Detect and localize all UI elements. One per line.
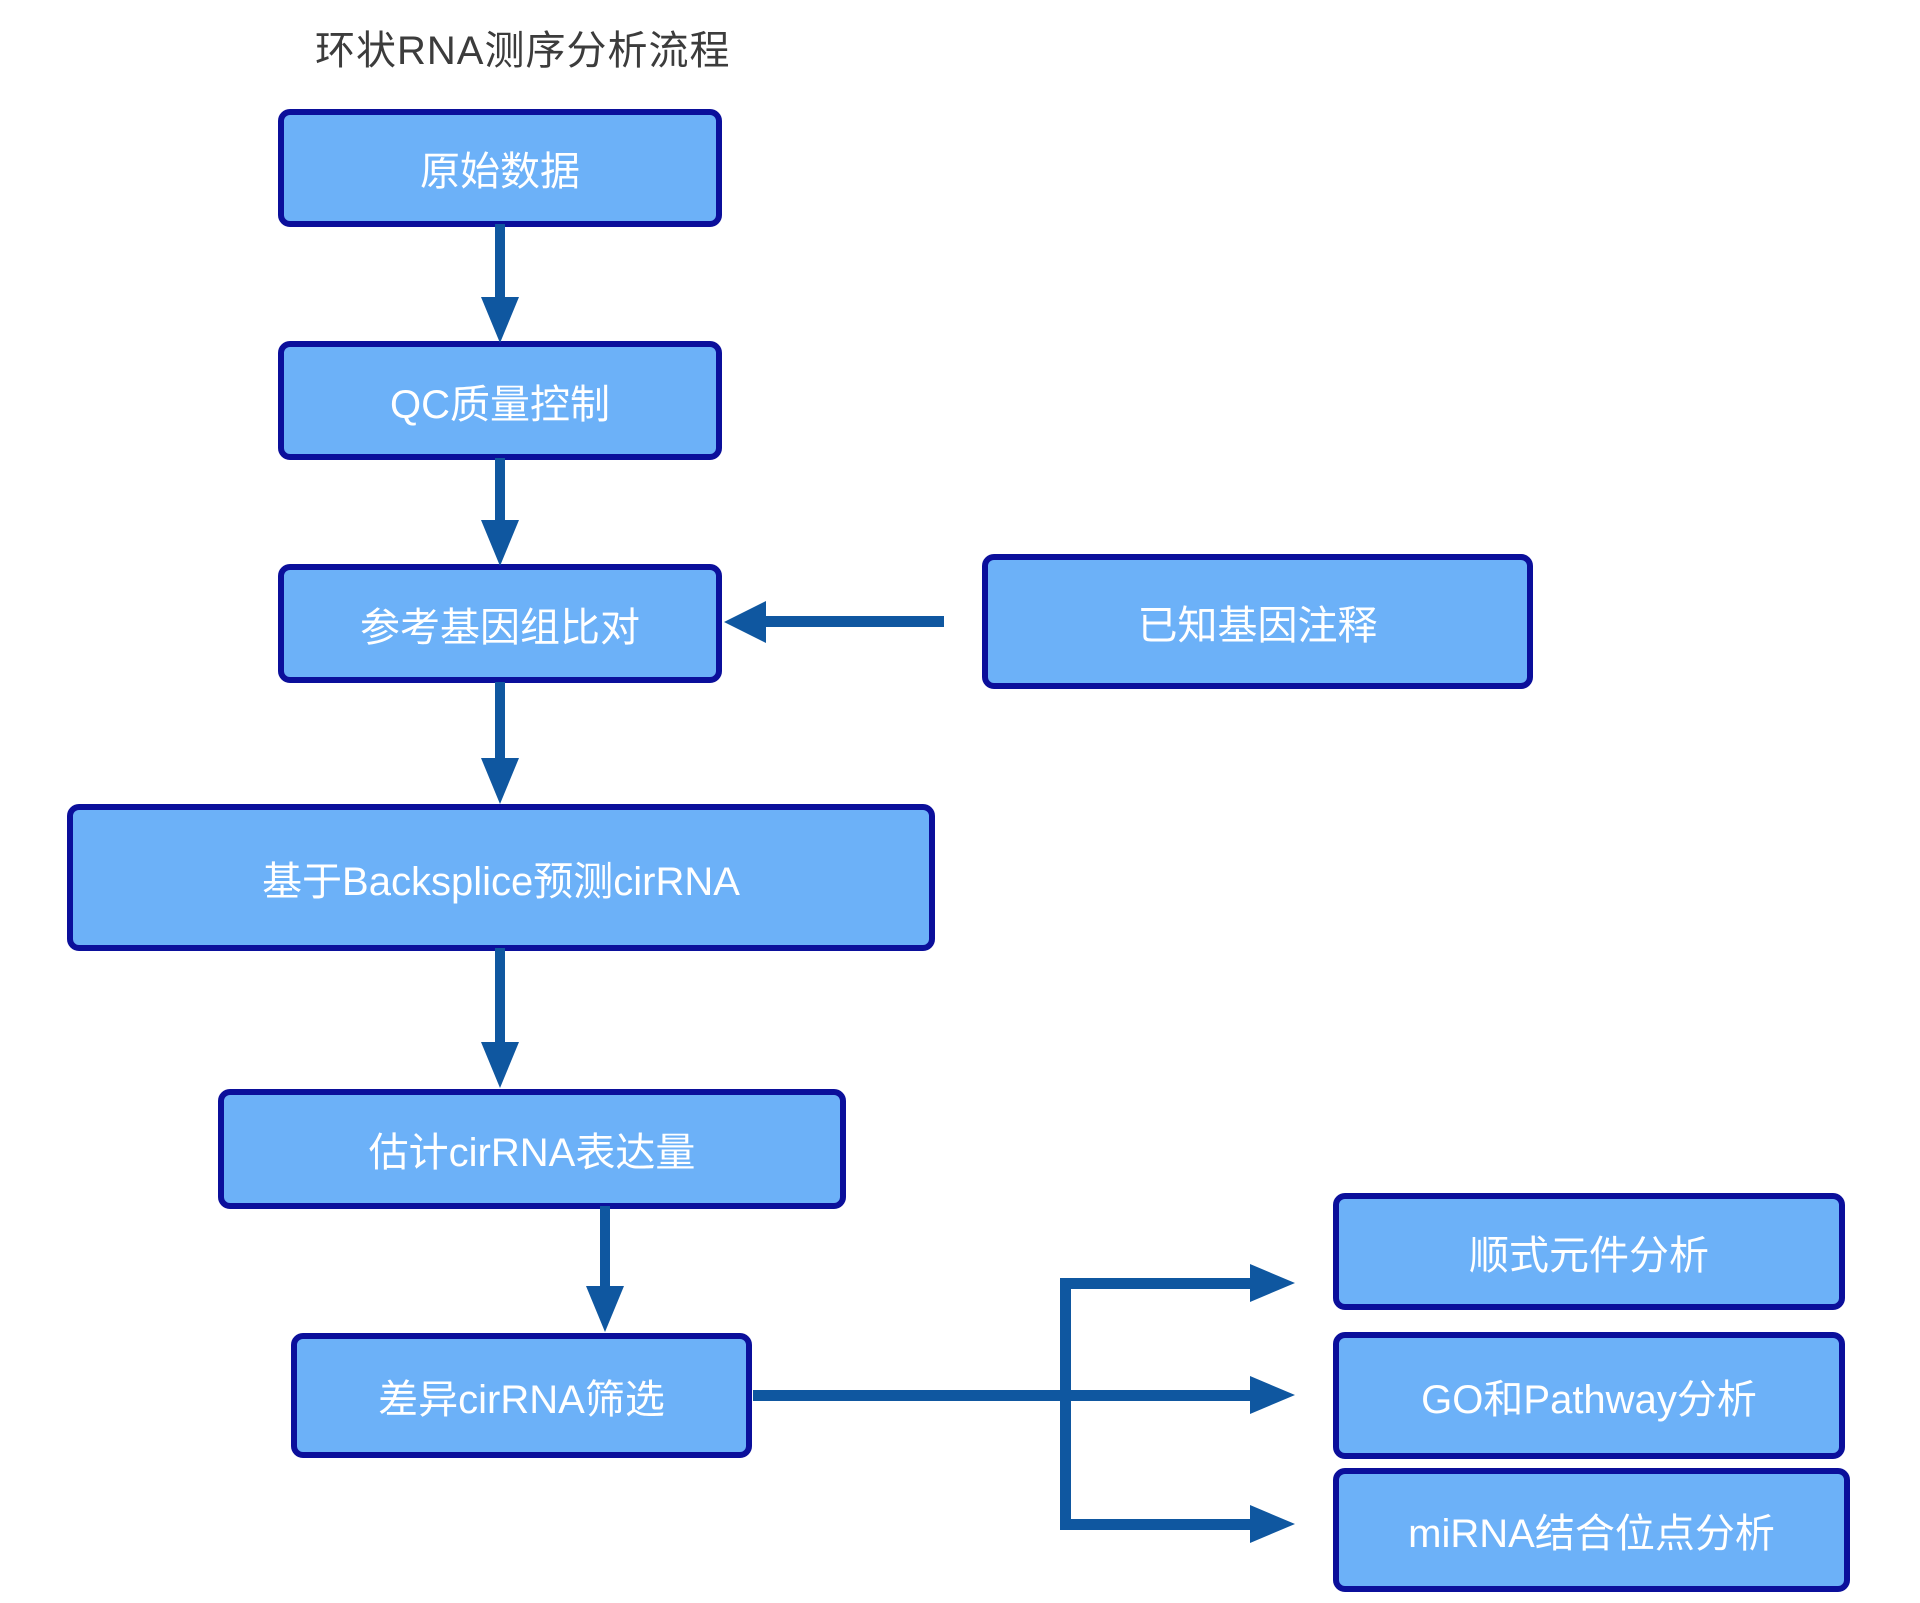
node-qc: QC质量控制 xyxy=(278,341,722,460)
node-raw-data-label: 原始数据 xyxy=(420,150,580,194)
node-expression-estimation-label: 估计cirRNA表达量 xyxy=(368,1131,696,1175)
branch-middle-shaft xyxy=(753,1390,1250,1401)
node-genome-alignment: 参考基因组比对 xyxy=(278,564,722,683)
arrow-annotation-to-align-shaft xyxy=(766,616,944,627)
branch-trunk xyxy=(1060,1278,1071,1530)
node-cis-element-analysis-label: 顺式元件分析 xyxy=(1469,1233,1709,1278)
node-known-gene-annotation: 已知基因注释 xyxy=(982,554,1533,689)
node-differential-screening-label: 差异cirRNA筛选 xyxy=(378,1377,665,1422)
arrow-qc-to-align-head-icon xyxy=(481,520,519,566)
arrow-raw-to-qc-head-icon xyxy=(481,297,519,343)
node-cis-element-analysis: 顺式元件分析 xyxy=(1333,1193,1845,1310)
node-qc-label: QC质量控制 xyxy=(390,382,610,427)
arrow-raw-to-qc-shaft xyxy=(495,224,505,297)
node-genome-alignment-label: 参考基因组比对 xyxy=(360,605,640,650)
arrow-annotation-to-align-head-icon xyxy=(724,601,766,643)
node-backsplice-prediction-label: 基于Backsplice预测cirRNA xyxy=(262,859,740,904)
arrow-expression-to-diff-head-icon xyxy=(586,1286,624,1332)
arrow-to-go-head-icon xyxy=(1250,1376,1295,1414)
node-known-gene-annotation-label: 已知基因注释 xyxy=(1137,603,1378,648)
arrow-align-to-predict-shaft xyxy=(495,682,505,758)
page-title: 环状RNA测序分析流程 xyxy=(315,29,731,73)
node-backsplice-prediction: 基于Backsplice预测cirRNA xyxy=(67,804,935,951)
node-differential-screening: 差异cirRNA筛选 xyxy=(291,1333,752,1458)
node-raw-data: 原始数据 xyxy=(278,109,722,227)
node-expression-estimation: 估计cirRNA表达量 xyxy=(218,1089,846,1209)
node-mirna-binding-analysis: miRNA结合位点分析 xyxy=(1333,1468,1850,1592)
arrow-predict-to-expression-head-icon xyxy=(481,1042,519,1088)
node-mirna-binding-analysis-label: miRNA结合位点分析 xyxy=(1408,1512,1775,1556)
branch-bottom-shaft xyxy=(1060,1519,1250,1530)
arrow-align-to-predict-head-icon xyxy=(481,758,519,804)
node-go-pathway-analysis: GO和Pathway分析 xyxy=(1333,1332,1845,1459)
arrow-to-mirna-head-icon xyxy=(1250,1505,1295,1543)
arrow-predict-to-expression-shaft xyxy=(495,948,505,1042)
branch-top-shaft xyxy=(1060,1278,1250,1289)
arrow-expression-to-diff-shaft xyxy=(600,1206,610,1286)
arrow-to-cis-head-icon xyxy=(1250,1264,1295,1302)
arrow-qc-to-align-shaft xyxy=(495,458,505,520)
node-go-pathway-analysis-label: GO和Pathway分析 xyxy=(1421,1377,1757,1422)
